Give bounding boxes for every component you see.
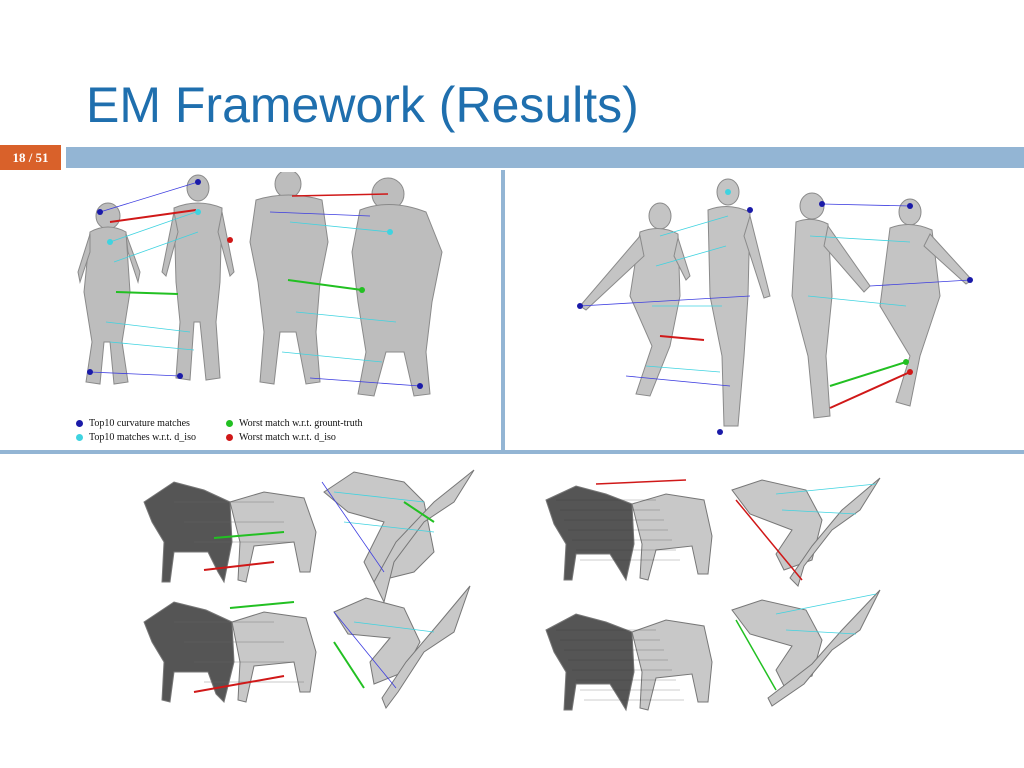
green-dot-icon [226,420,233,427]
legend-item: Worst match w.r.t. d_iso [226,432,336,443]
legend-label: Worst match w.r.t. grount-truth [239,418,363,429]
legend-label: Worst match w.r.t. d_iso [239,432,336,443]
panel-divider-vertical [501,170,505,452]
human-mesh-figure-left [77,172,443,397]
horse-mesh-figure-left [143,469,475,710]
horse-mesh-figure-right [545,477,881,712]
legend-label: Top10 matches w.r.t. d_iso [89,432,196,443]
legend-item: Worst match w.r.t. grount-truth [226,418,363,429]
blue-dot-icon [76,420,83,427]
match-legend: Top10 curvature matches Top10 matches w.… [76,418,406,452]
human-mesh-figure-right [577,178,973,435]
panel-divider-horizontal [0,450,1024,454]
cyan-dot-icon [76,434,83,441]
legend-item: Top10 curvature matches [76,418,190,429]
legend-item: Top10 matches w.r.t. d_iso [76,432,196,443]
title-divider-bar [66,147,1024,168]
legend-label: Top10 curvature matches [89,418,190,429]
red-dot-icon [226,434,233,441]
page-number-badge: 18 / 51 [0,145,61,170]
slide-title: EM Framework (Results) [86,77,639,133]
